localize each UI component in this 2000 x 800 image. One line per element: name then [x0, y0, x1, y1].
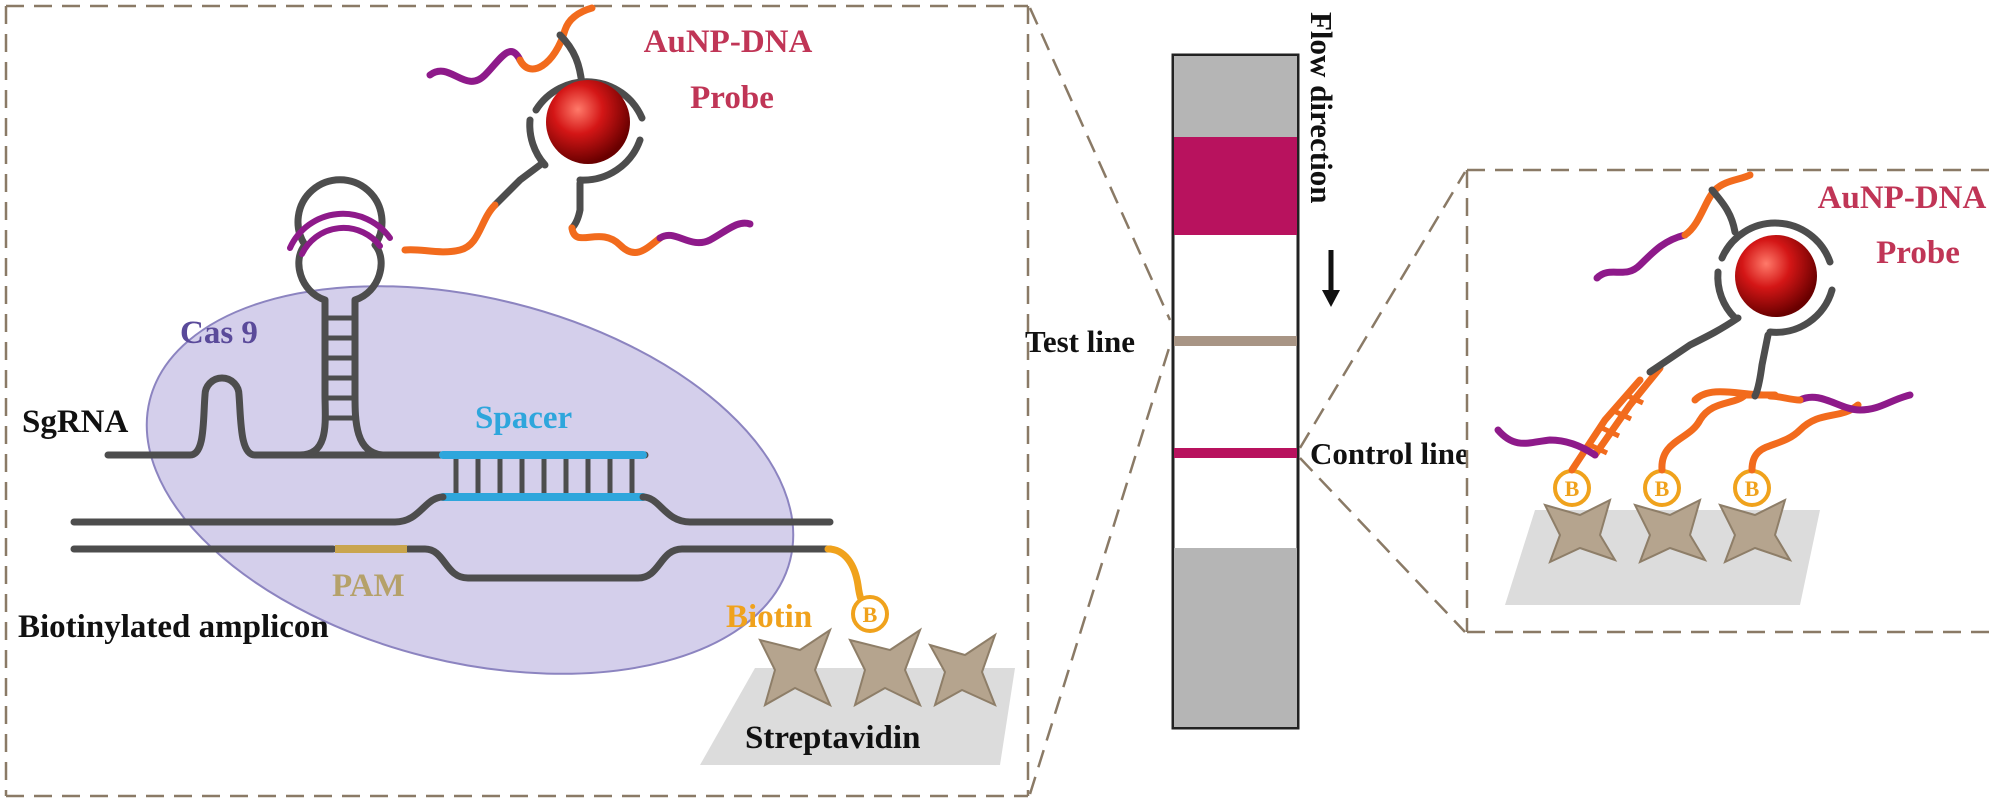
loop-probe-arc-inner	[299, 224, 383, 257]
strip-conjugate-pad	[1174, 137, 1297, 235]
free-strand-2-probe	[1691, 388, 1779, 404]
sgrna-stem-loop	[294, 176, 389, 459]
amplicon-bottom-strand	[70, 545, 834, 582]
zoom-line-left-top	[1028, 7, 1172, 321]
cas9-label: Cas 9	[180, 315, 258, 351]
cas9-protein	[145, 285, 795, 675]
biotin-label: Biotin	[726, 599, 812, 635]
left-panel: B AuNP-DNA Probe Cas 9 SgRNA Spacer PAM …	[4, 4, 1030, 798]
right-probe-purple-right	[1796, 391, 1914, 414]
right-biotin-symbol-2: B	[1655, 476, 1670, 501]
probe-arm-purple-bottom	[656, 219, 754, 247]
probe-label-line2: Probe	[690, 80, 774, 116]
right-nanoparticle-ring-left	[1714, 268, 1739, 322]
right-probe-label-line1: AuNP-DNA	[1818, 180, 1987, 216]
right-nanoparticle-ring-bottom	[1766, 286, 1836, 336]
test-line	[1174, 336, 1297, 346]
control-line-label: Control line	[1310, 436, 1469, 471]
right-biotin-symbol-1: B	[1565, 476, 1580, 501]
right-biotin-symbol-3: B	[1745, 476, 1760, 501]
right-gold-nanoparticle	[1735, 235, 1817, 317]
test-line-label: Test line	[1025, 324, 1135, 359]
captured-purple-tail	[1494, 426, 1599, 459]
strip-sample-pad	[1174, 56, 1297, 137]
nanoparticle-ring-left	[526, 116, 549, 169]
right-streptavidin-molecules	[1543, 498, 1793, 564]
amplicon-label: Biotinylated amplicon	[18, 609, 329, 645]
control-line	[1174, 448, 1297, 458]
capture-duplex-rungs	[1588, 392, 1645, 456]
capture-strand-1-partner	[1591, 364, 1664, 459]
free-strand-2	[1658, 391, 1769, 474]
biotin-badge	[851, 595, 889, 633]
capture-strand-1	[1568, 376, 1644, 474]
zoom-line-right-top	[1298, 171, 1467, 449]
loop-probe-arc-outer	[287, 210, 393, 251]
strip-absorbent-pad	[1174, 548, 1297, 727]
right-probe-linker-top	[1708, 186, 1739, 236]
lateral-flow-strip	[1171, 53, 1300, 730]
sgrna-label: SgRNA	[22, 404, 129, 440]
flow-arrow-icon	[1322, 250, 1340, 307]
probe-arm-purple-top	[426, 48, 524, 85]
biotin-badge-symbol: B	[863, 602, 878, 627]
gold-nanoparticle	[546, 80, 630, 164]
spacer-label: Spacer	[475, 400, 572, 436]
amplicon-top-strand	[70, 493, 834, 526]
flow-direction-label: Flow direction	[1304, 12, 1339, 203]
streptavidin-label: Streptavidin	[745, 720, 920, 756]
zoom-line-left-bottom	[1028, 344, 1172, 795]
right-probe-orange-top	[1681, 171, 1754, 239]
right-panel: B B B AuNP-DNA Probe	[1465, 168, 1998, 634]
free-strand-3	[1748, 401, 1862, 474]
probe-linker-capture	[1646, 314, 1742, 376]
right-nanoparticle-ring-top	[1718, 219, 1834, 266]
probe-linker-bottom	[568, 179, 584, 232]
right-probe-linker-bottom	[1751, 331, 1772, 400]
right-probe-label-line2: Probe	[1876, 235, 1960, 271]
stem-loop-rungs	[325, 315, 355, 421]
pam-label: PAM	[332, 568, 405, 604]
streptavidin-molecules	[758, 627, 997, 708]
probe-arm-orange-top	[516, 4, 596, 73]
probe-arm-orange-bottom	[568, 224, 664, 257]
nanoparticle-ring-bottom	[576, 136, 644, 184]
probe-label-line1: AuNP-DNA	[644, 24, 813, 60]
right-probe-purple-top	[1593, 231, 1689, 282]
spacer-rungs	[453, 459, 635, 493]
right-probe-orange-right	[1766, 392, 1804, 404]
zoom-line-right-bottom	[1299, 457, 1466, 633]
probe-linker-to-loop	[491, 161, 544, 209]
sgrna-strand	[104, 374, 649, 459]
probe-arm-orange-loop	[401, 201, 499, 256]
